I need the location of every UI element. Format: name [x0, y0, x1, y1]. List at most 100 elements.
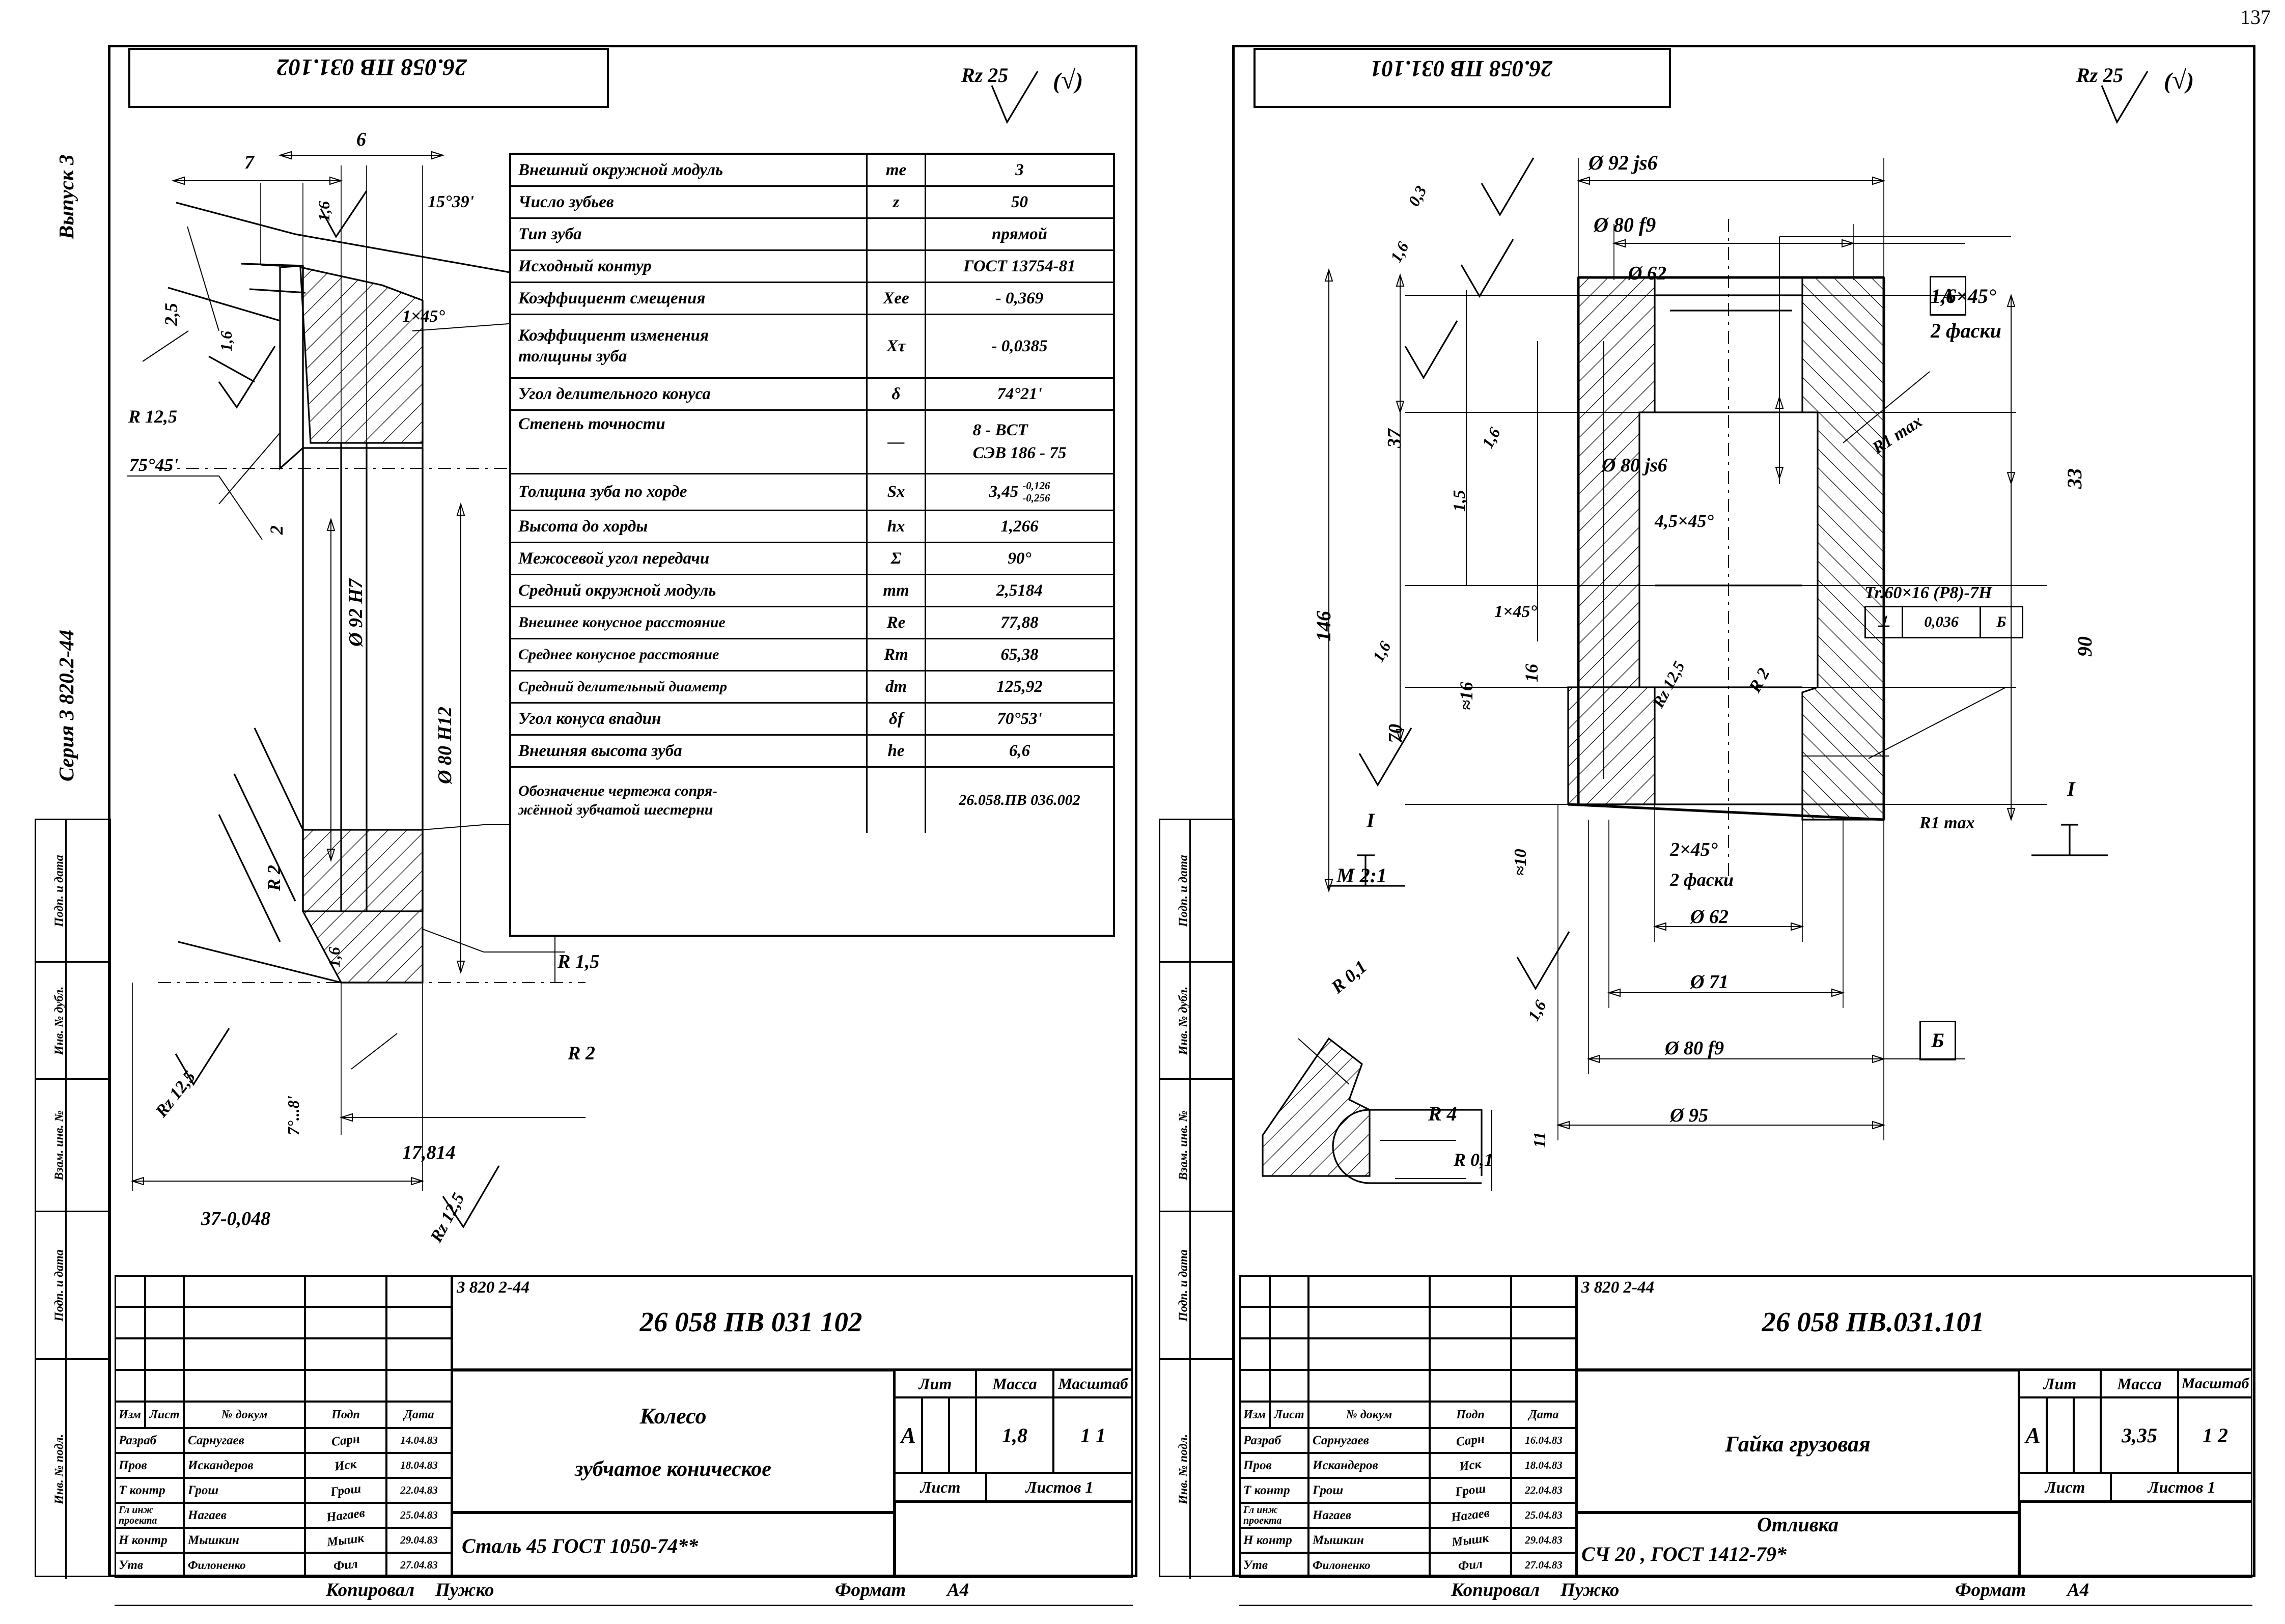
- copied-by-label-right: Копировал: [1451, 1580, 1540, 1601]
- detail-dim-r4: R 4: [1428, 1102, 1457, 1125]
- signature: Иск: [1458, 1457, 1483, 1474]
- stamp-cell: Подп. и дата: [36, 820, 109, 963]
- person-name: Сарнугаев: [1308, 1428, 1430, 1453]
- person-name: Искандеров: [1308, 1453, 1430, 1478]
- rev-date: 22.04.83: [1511, 1478, 1576, 1503]
- param-value: 3: [1015, 160, 1024, 179]
- rev-header: Лист: [1270, 1402, 1308, 1428]
- dim-right-d80js6: Ø 80 js6: [1602, 455, 1667, 476]
- param-symbol: Sx: [868, 474, 926, 510]
- person-name: Мышкин: [1308, 1528, 1430, 1553]
- param-symbol: hx: [868, 511, 926, 542]
- document-number: 26 058 ПВ 031 102: [639, 1306, 862, 1337]
- rev-date: 18.04.83: [1511, 1453, 1576, 1478]
- role-label: Утв: [1239, 1553, 1308, 1578]
- param-tol-upper: -0,126: [1022, 479, 1050, 492]
- param-name: Среднее конусное расстояние: [511, 639, 868, 670]
- rev-header: Изм: [115, 1402, 145, 1428]
- sheets-label: Листов 1: [986, 1473, 1133, 1501]
- table-row: Тип зуба прямой: [511, 219, 1113, 251]
- param-symbol: [868, 219, 926, 249]
- person-name: Нагаев: [1308, 1503, 1430, 1528]
- rev-date: 25.04.83: [386, 1503, 452, 1528]
- dim-left-17814: 17,814: [402, 1142, 456, 1163]
- left-part-geometry: [127, 151, 586, 1229]
- param-symbol: [868, 251, 926, 282]
- series-small: 3 820 2-44: [1581, 1278, 1654, 1297]
- dim-left-r2b: R 2: [568, 1043, 595, 1064]
- param-value: 26.058.ПВ 036.002: [959, 792, 1080, 808]
- param-name: Средний окружной модуль: [511, 575, 868, 606]
- left-title-block: Изм Лист № докум Подп Дата Разраб Сарнуг…: [115, 1275, 1133, 1578]
- part-name-line1: Гайка грузовая: [1725, 1432, 1871, 1457]
- roughness-left-2: 1,6: [315, 201, 333, 221]
- stamp-cell: Взам. инв. №: [1160, 1080, 1234, 1212]
- param-value: 70°53': [997, 709, 1042, 728]
- left-roughness-symbol: [991, 71, 1039, 124]
- table-row: Внешнее конусное расстояние Re 77,88: [511, 607, 1113, 639]
- signature: Грош: [1454, 1481, 1487, 1499]
- dim-left-r125: R 12,5: [128, 406, 178, 427]
- param-value: 6,6: [1009, 741, 1030, 760]
- stamp-label: Инв. № подл.: [1177, 1434, 1190, 1504]
- dim-right-2faski-a: 2 фаски: [1931, 319, 2001, 342]
- gear-parameter-table: Внешний окружной модуль me 3 Число зубье…: [509, 153, 1115, 937]
- stamp-cell: Взам. инв. №: [36, 1080, 109, 1212]
- param-value-main: 3,45: [989, 483, 1019, 501]
- left-bottom-rule: [115, 1605, 1133, 1606]
- param-value: 65,38: [1000, 645, 1039, 664]
- param-value: 3,45 -0,126 -0,256: [926, 474, 1113, 510]
- role-label: Т контр: [1239, 1478, 1308, 1503]
- stamp-label: Подп. и дата: [52, 1249, 66, 1322]
- dim-right-33: 33: [2063, 468, 2086, 489]
- param-value: 8 - BCT СЭВ 186 - 75: [972, 421, 1067, 462]
- role-label: Пров: [1239, 1453, 1308, 1478]
- lit-header: Лит: [895, 1370, 976, 1397]
- rev-date: 27.04.83: [386, 1553, 452, 1578]
- param-name: Степень точности: [511, 411, 868, 473]
- dim-right-d71: Ø 71: [1690, 971, 1729, 993]
- param-name: Угол конуса впадин: [511, 704, 868, 734]
- param-name: Межосевой угол передачи: [511, 543, 868, 574]
- dim-left-75deg: 75°45': [129, 455, 179, 475]
- series-small: 3 820 2-44: [457, 1278, 530, 1297]
- person-name: Искандеров: [184, 1453, 305, 1478]
- stamp-label: Подп. и дата: [1177, 1249, 1190, 1322]
- tolerance-value: 0,036: [1924, 613, 1959, 630]
- table-row: Коэффициент смещения Xee - 0,369: [511, 283, 1113, 315]
- role-label: Разраб: [1239, 1428, 1308, 1453]
- role-label: Утв: [115, 1553, 184, 1578]
- rev-date: 25.04.83: [1511, 1503, 1576, 1528]
- dim-right-16x45: 1,6×45°: [1931, 285, 1996, 307]
- lit-value: А: [2019, 1397, 2047, 1473]
- param-value: ГОСТ 13754-81: [963, 257, 1076, 275]
- masshtab-value: 1 1: [1053, 1397, 1133, 1473]
- dim-left-37: 37-0,048: [201, 1208, 271, 1229]
- right-bottom-rule: [1239, 1605, 2252, 1606]
- param-symbol: mm: [868, 575, 926, 606]
- stamp-cell: Инв. № подл.: [36, 1360, 109, 1579]
- tolerance-datum: Б: [1996, 613, 2007, 630]
- dim-left-d80h12: Ø 80 H12: [434, 707, 456, 784]
- stamp-label: Подп. и дата: [52, 854, 66, 927]
- dim-left-taper: 7°...8': [284, 1096, 302, 1135]
- param-value: - 0,369: [995, 289, 1044, 307]
- param-name: Коэффициент смещения: [511, 283, 868, 314]
- copied-by-label: Копировал: [326, 1580, 415, 1601]
- signature: Иск: [333, 1457, 358, 1474]
- massa-header: Масса: [976, 1370, 1053, 1397]
- dim-right-d80f9b: Ø 80 f9: [1665, 1038, 1724, 1059]
- left-header-code-box: [128, 48, 609, 108]
- param-value: - 0,0385: [991, 337, 1048, 355]
- sheet-label: Лист: [2019, 1473, 2111, 1501]
- param-value: 125,92: [996, 677, 1043, 696]
- stamp-cell: Подп. и дата: [1160, 820, 1234, 963]
- param-name: Высота до хорды: [511, 511, 868, 542]
- dim-right-1x45: 1×45°: [1494, 602, 1537, 621]
- detail-dim-r01b: R 0,1: [1454, 1150, 1494, 1170]
- stamp-cell: Инв. № дубл.: [1160, 963, 1234, 1080]
- param-tol-lower: -0,256: [1022, 491, 1050, 504]
- rev-header: № докум: [1308, 1402, 1430, 1428]
- dim-right-16a: ≈16: [1456, 682, 1476, 710]
- right-header-code-box: [1253, 48, 1671, 108]
